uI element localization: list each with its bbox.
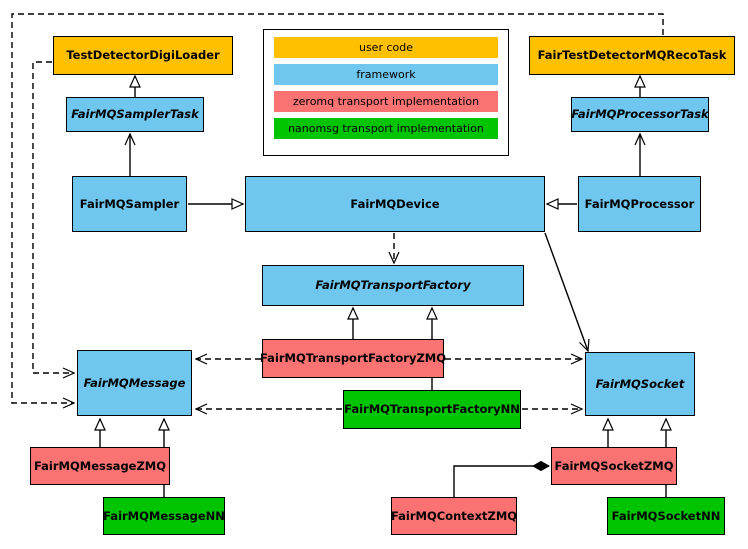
legend-label-framework: framework: [356, 68, 416, 81]
legend-label-nanomsg: nanomsg transport implementation: [288, 122, 484, 135]
class-box-label: FairMQSampler: [79, 196, 180, 211]
class-box-FairMQSocketNN[interactable]: FairMQSocketNN: [607, 497, 725, 535]
legend-item-zeromq: zeromq transport implementation: [274, 91, 498, 112]
class-box-label: FairMQContextZMQ: [390, 508, 518, 523]
class-box-FairMQTransportFactoryZMQ[interactable]: FairMQTransportFactoryZMQ: [260, 339, 447, 378]
class-box-FairMQTransportFactory[interactable]: FairMQTransportFactory: [262, 265, 524, 306]
legend-item-nanomsg: nanomsg transport implementation: [274, 118, 498, 139]
legend-panel: user code framework zeromq transport imp…: [263, 29, 509, 156]
class-box-label: TestDetectorDigiLoader: [66, 48, 220, 63]
class-box-label: FairTestDetectorMQRecoTask: [537, 48, 727, 63]
class-box-label: FairMQMessage: [83, 375, 186, 390]
edge-device-to-socket: [544, 232, 590, 353]
class-box-FairMQSocket[interactable]: FairMQSocket: [585, 352, 695, 416]
class-box-FairTestDetectorMQRecoTask[interactable]: FairTestDetectorMQRecoTask: [529, 36, 735, 75]
class-box-FairMQMessageNN[interactable]: FairMQMessageNN: [103, 497, 225, 535]
class-box-label: FairMQTransportFactoryNN: [344, 402, 520, 417]
legend-item-framework: framework: [274, 64, 498, 85]
class-box-FairMQSampler[interactable]: FairMQSampler: [72, 176, 187, 232]
class-box-FairMQMessageZMQ[interactable]: FairMQMessageZMQ: [30, 447, 170, 485]
class-box-FairMQDevice[interactable]: FairMQDevice: [245, 176, 545, 232]
class-box-label: FairMQDevice: [350, 196, 440, 211]
class-box-FairMQMessage[interactable]: FairMQMessage: [77, 350, 192, 416]
class-box-FairMQProcessor[interactable]: FairMQProcessor: [578, 176, 701, 232]
class-box-FairMQTransportFactoryNN[interactable]: FairMQTransportFactoryNN: [343, 390, 521, 429]
class-box-label: FairMQProcessor: [584, 196, 695, 211]
class-box-label: FairMQSocket: [595, 376, 685, 391]
class-box-label: FairMQSamplerTask: [71, 107, 199, 122]
class-box-label: FairMQMessageNN: [103, 508, 225, 523]
class-box-FairMQSamplerTask[interactable]: FairMQSamplerTask: [66, 97, 204, 132]
legend-item-user-code: user code: [274, 37, 498, 58]
class-box-label: FairMQTransportFactory: [315, 278, 471, 293]
class-box-label: FairMQTransportFactoryZMQ: [260, 351, 447, 366]
class-box-label: FairMQSocketZMQ: [554, 458, 674, 473]
legend-label-zeromq: zeromq transport implementation: [292, 95, 480, 108]
class-box-label: FairMQProcessorTask: [571, 107, 709, 122]
class-box-label: FairMQMessageZMQ: [33, 458, 167, 473]
class-box-TestDetectorDigiLoader[interactable]: TestDetectorDigiLoader: [53, 36, 233, 75]
class-box-FairMQProcessorTask[interactable]: FairMQProcessorTask: [571, 97, 709, 132]
class-box-FairMQSocketZMQ[interactable]: FairMQSocketZMQ: [551, 447, 677, 485]
class-box-FairMQContextZMQ[interactable]: FairMQContextZMQ: [391, 497, 517, 535]
edge-contextzmq-to-socketzmq: [453, 466, 549, 497]
class-box-label: FairMQSocketNN: [611, 508, 721, 523]
legend-label-user-code: user code: [358, 41, 414, 54]
